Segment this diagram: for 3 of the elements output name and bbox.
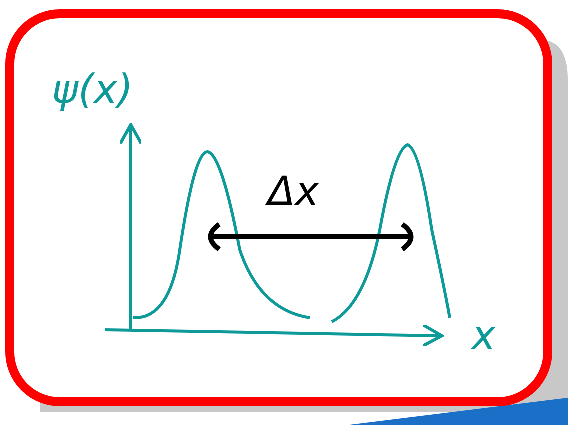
axis-label: x <box>472 316 496 356</box>
axis-label: ψ(x) <box>52 70 134 110</box>
dimension-label: Δx <box>268 172 320 212</box>
